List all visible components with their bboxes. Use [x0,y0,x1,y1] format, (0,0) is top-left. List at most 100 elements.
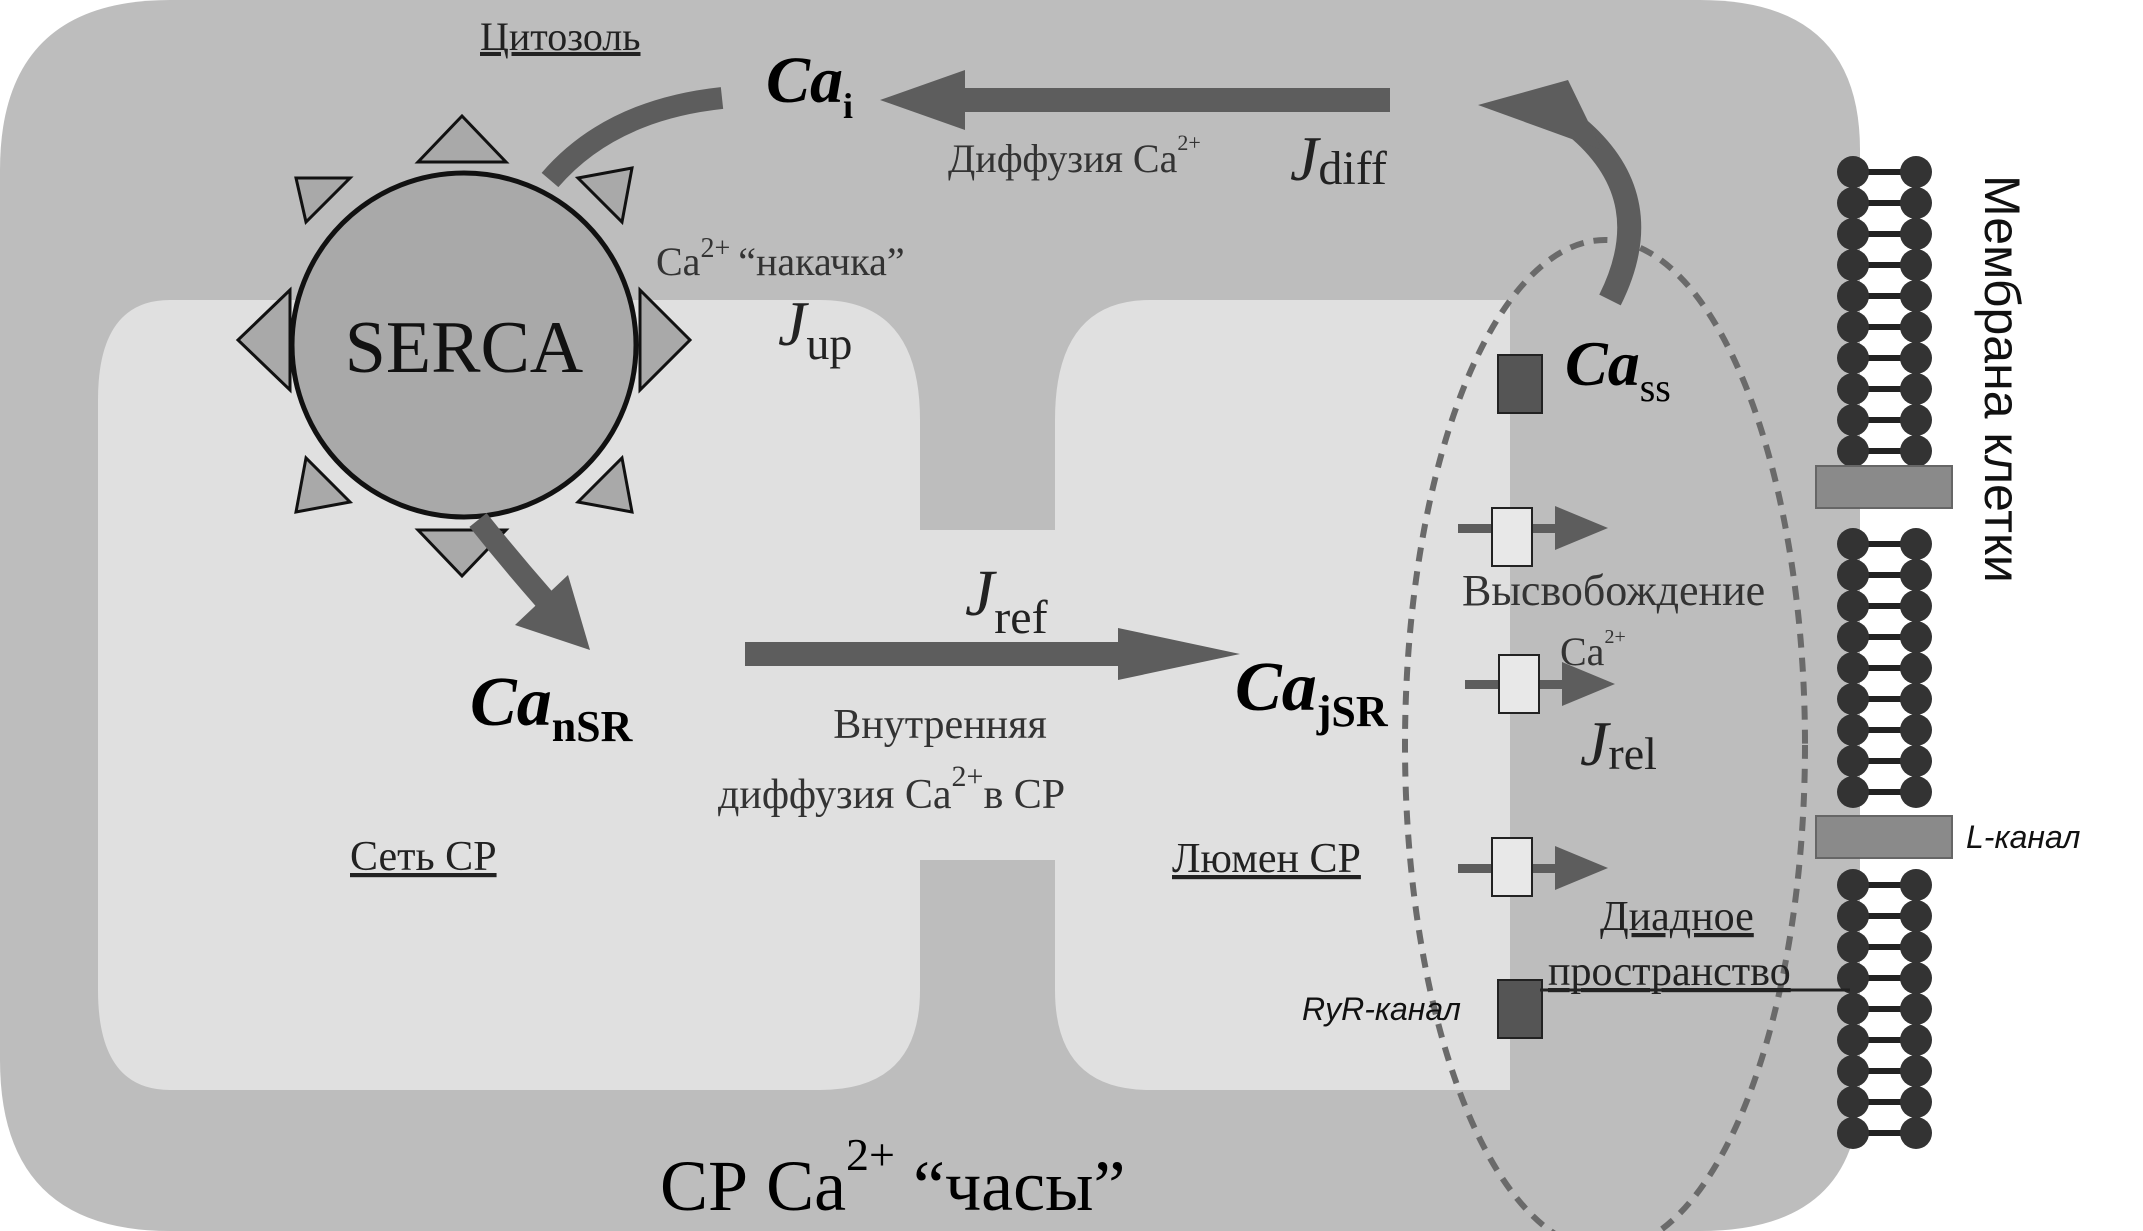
lipid-head [1837,776,1869,808]
ryr-open-channel-2 [1498,654,1540,714]
lipid-head [1900,373,1932,405]
lipid-head [1900,962,1932,994]
serca-pump [235,113,693,579]
lipid-head [1900,1117,1932,1149]
arrow-nsr-head [515,575,590,650]
lipid-head [1837,249,1869,281]
lipid-head [1837,342,1869,374]
release-arrows [1458,506,1615,897]
sr-network-label: Сеть СР [350,834,497,880]
lipid-head [1837,218,1869,250]
lipid-head [1900,156,1932,188]
serca-triangle-topright [574,166,634,226]
ryr-open-channel-3 [1491,837,1533,897]
lipid-head [1900,280,1932,312]
cytosol-label: Цитозоль [480,14,641,59]
lipid-head [1837,962,1869,994]
dyadic-space-fill [1510,300,1830,1090]
lipid-head [1837,435,1869,467]
dyadic-label-line1: Диадное [1600,894,1754,940]
arrow-jref-shaft [745,642,1145,666]
ca-nsr-label: CanSR [470,664,634,751]
lipid-head [1837,1024,1869,1056]
j-diff-label: Jdiff [1290,123,1387,195]
l-channel-label: L-канал [1966,819,2080,855]
serca-triangle-top [414,113,510,164]
lipid-head [1900,776,1932,808]
lipid-head [1837,373,1869,405]
lipid-head [1837,869,1869,901]
dyadic-label-line2: пространство [1548,949,1791,995]
l-channel[interactable] [1815,815,1953,859]
lipid-head [1837,900,1869,932]
lipid-head [1900,187,1932,219]
dyadic-ellipse [1402,237,1808,1231]
ryr-open-channel-1 [1491,507,1533,567]
sr-lumen-label: Люмен СР [1172,836,1361,882]
ryr-channel-bottom[interactable] [1497,979,1543,1039]
lipid-head [1837,714,1869,746]
pump-label: Ca2+“накачка” [656,233,905,284]
lipid-head [1900,311,1932,343]
lipid-head [1837,311,1869,343]
serca-label: SERCA [345,307,584,389]
release-line1: Высвобождение [1462,566,1765,615]
lipid-head [1900,249,1932,281]
arrow-diffusion-head [880,70,965,130]
lipid-head [1900,993,1932,1025]
lipid-head [1900,869,1932,901]
lipid-head [1837,652,1869,684]
lipid-head [1837,187,1869,219]
lipid-head [1900,931,1932,963]
inner-diffusion-line1: Внутренняя [833,702,1047,748]
serca-circle [289,170,639,520]
lipid-head [1900,652,1932,684]
arrow-cass-head [1478,80,1602,150]
serca-triangle-bottomleft [294,454,354,514]
lipid-head [1837,1117,1869,1149]
lipid-head [1900,218,1932,250]
lipid-head [1900,900,1932,932]
lipid-head [1900,714,1932,746]
ryr-channel-label: RyR-канал [1302,991,1461,1027]
lipid-head [1900,683,1932,715]
release-line2: Ca2+ [1560,626,1626,674]
lipid-head [1900,1024,1932,1056]
arrow-serca-to-nsr [469,513,554,608]
lipid-head [1900,1086,1932,1118]
serca-triangle-bottomright [574,454,634,514]
lipid-head [1837,1086,1869,1118]
lipid-head [1837,559,1869,591]
lipid-head [1900,590,1932,622]
lipid-head [1837,280,1869,312]
lipid-head [1837,1055,1869,1087]
lipid-head [1900,559,1932,591]
lipid-head [1837,156,1869,188]
diffusion-label: Диффузия Ca2+ [948,130,1201,181]
lipid-head [1837,993,1869,1025]
lipid-head [1837,621,1869,653]
j-up-label: Jup [778,288,852,369]
lipid-head [1837,931,1869,963]
serca-triangle-topleft [294,176,354,225]
ca-i-label: Cai [766,44,853,126]
j-rel-label: Jrel [1580,708,1657,779]
ca-ss-label: Cass [1565,328,1671,410]
lipid-head [1837,683,1869,715]
lipid-head [1900,342,1932,374]
lipid-head [1900,435,1932,467]
lipid-head [1837,528,1869,560]
j-ref-label: Jref [965,557,1048,644]
ca-jsr-label: CajSR [1235,649,1389,736]
ryr-channel-top [1497,354,1543,414]
membrane-channel-top [1815,465,1953,509]
sr-clock-title: СР Ca2+“часы” [660,1129,1125,1226]
serca-triangle-right [638,286,693,394]
lipid-head [1837,590,1869,622]
cell-membrane [1837,156,1932,1149]
lipid-head [1900,621,1932,653]
inner-diffusion-line2: диффузия Ca2+в СР [718,760,1065,818]
arrow-serca-to-cai [541,87,724,188]
lipid-head [1900,1055,1932,1087]
